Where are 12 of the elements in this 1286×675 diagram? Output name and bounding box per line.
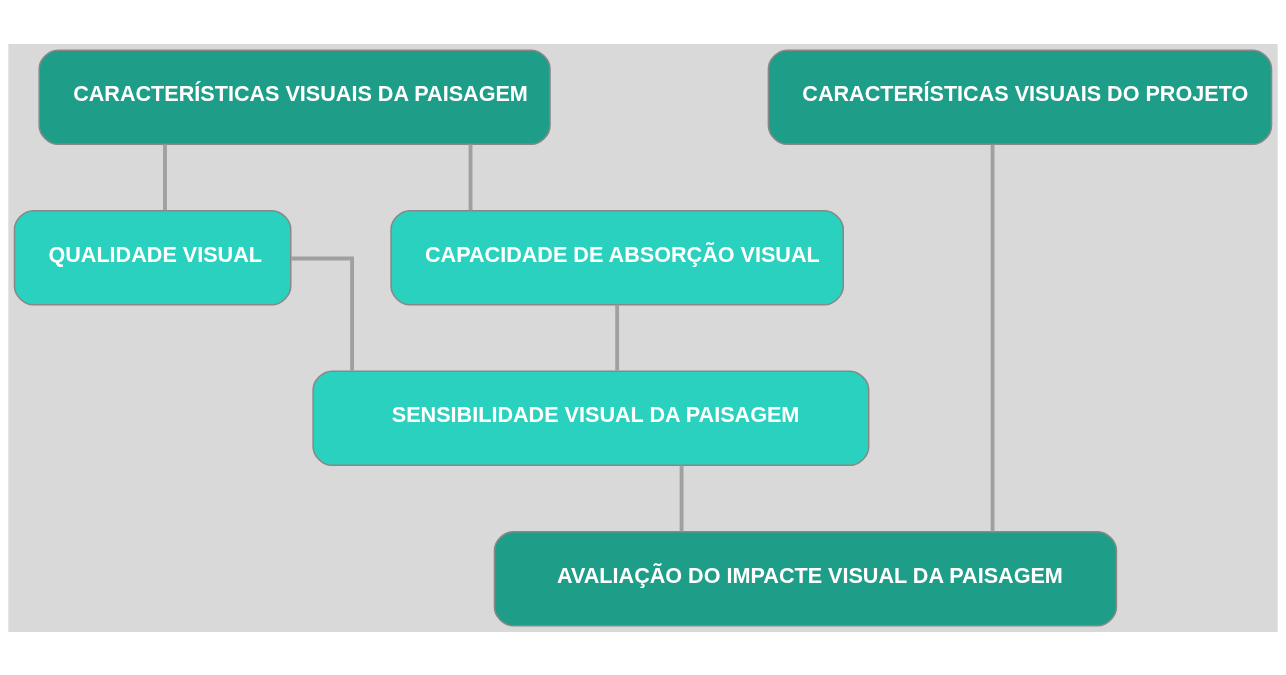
connector (163, 144, 167, 210)
connector (990, 144, 995, 532)
node-box: AVALIAÇÃO DO IMPACTE VISUAL DA PAISAGEM (493, 530, 1118, 627)
node-box: CAPACIDADE DE ABSORÇÃO VISUAL (390, 209, 844, 306)
node-box: CARACTERÍSTICAS VISUAIS DA PAISAGEM (38, 48, 551, 145)
node-box: QUALIDADE VISUAL (13, 209, 292, 306)
node-box: SENSIBILIDADE VISUAL DA PAISAGEM (312, 369, 870, 466)
node-box: CARACTERÍSTICAS VISUAIS DO PROJETO (767, 48, 1273, 145)
connector (468, 144, 473, 210)
connector (615, 304, 620, 371)
connector (679, 465, 684, 531)
connector (291, 256, 354, 371)
